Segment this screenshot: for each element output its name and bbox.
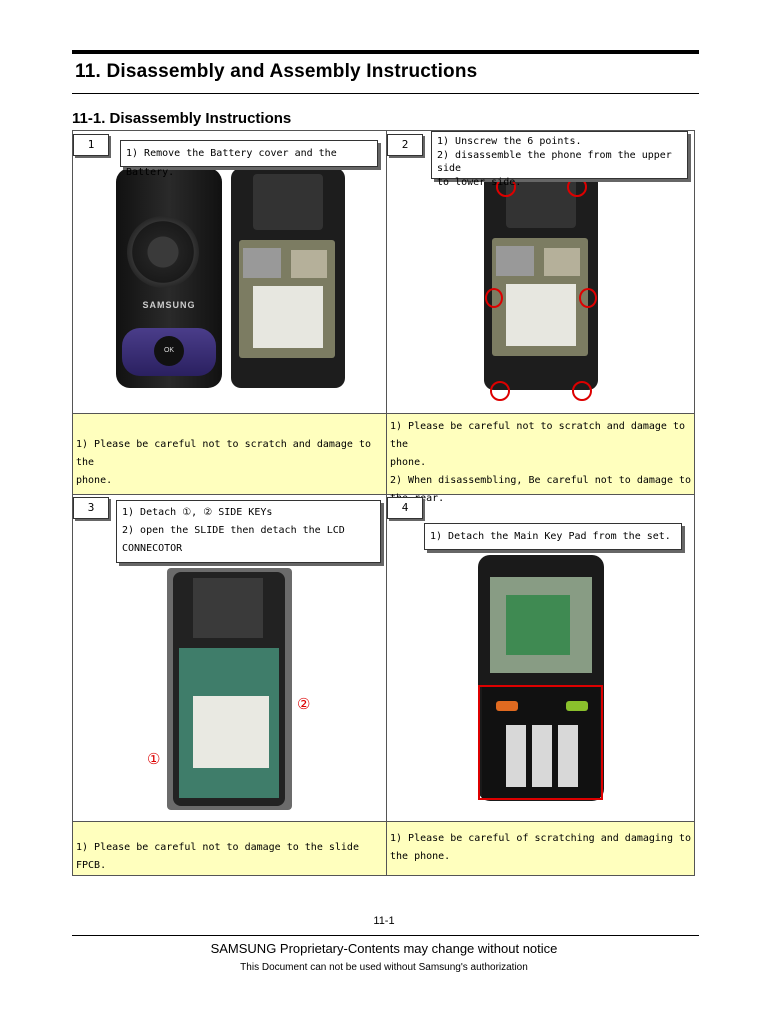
sim-slot: [243, 248, 281, 278]
keypad-panel: OK: [122, 328, 216, 376]
row-divider: [72, 494, 695, 495]
note-line: phone.: [76, 475, 113, 486]
label-sticker: [506, 284, 576, 346]
screw-marker: [485, 288, 503, 308]
ok-key: OK: [154, 336, 184, 366]
step-1-note: 1) Please be careful not to scratch and …: [76, 436, 384, 490]
screw-marker: [579, 288, 597, 308]
step-1-callout: 1) Remove the Battery cover and the Batt…: [120, 140, 378, 178]
pcb-board: [506, 595, 570, 655]
phone-keypad-photo: [478, 555, 604, 801]
note-line: 1) Please be careful not to scratch and …: [76, 439, 372, 468]
label-sticker: [253, 286, 323, 348]
title-underline: [72, 93, 699, 94]
row-divider: [72, 413, 695, 414]
section-title: 11-1. Disassembly Instructions: [72, 110, 292, 127]
brand-logo: SAMSUNG: [142, 300, 196, 310]
callout-line: 1) Remove the Battery cover and the Batt…: [126, 148, 337, 178]
screw-marker: [490, 381, 510, 401]
step-3-note: 1) Please be careful not to damage to th…: [76, 839, 384, 875]
note-line: 1) Please be careful not to scratch and …: [390, 421, 686, 450]
phone-body: [173, 572, 285, 806]
step-4-note: 1) Please be careful of scratching and d…: [390, 830, 694, 866]
callout-line: 1) Unscrew the 6 points.: [437, 136, 582, 147]
note-cell-1: [73, 414, 386, 494]
step-number: 3: [73, 497, 109, 519]
note-line: the rear.: [390, 493, 445, 504]
callout-line: to lower side.: [437, 176, 522, 188]
column-divider: [386, 130, 387, 876]
key-pad-highlight: [478, 685, 603, 800]
footer-rule: [72, 935, 699, 936]
callout-line: CONNECOTOR: [122, 543, 183, 554]
label-sticker: [193, 696, 269, 768]
note-line: the phone.: [390, 851, 451, 862]
end-key: [566, 701, 588, 711]
number-keys: [506, 725, 578, 787]
step-2-note: 1) Please be careful not to scratch and …: [390, 418, 694, 508]
callout-line: 2) disassemble the phone from the upper …: [437, 149, 672, 175]
camera-module: [506, 178, 576, 228]
phone-internal-photo: [167, 568, 292, 810]
memory-slot: [544, 248, 580, 276]
sim-slot: [496, 246, 534, 276]
camera-module: [253, 174, 323, 230]
note-line: 1) Please be careful not to damage to th…: [76, 842, 359, 871]
memory-slot: [291, 250, 327, 278]
phone-back-photo: [231, 168, 345, 388]
battery-bay: [239, 240, 335, 358]
phone-back-photo: [484, 172, 598, 390]
page-number: 11-1: [373, 915, 395, 927]
key-pad: [482, 687, 600, 799]
footer-authorization: This Document can not be used without Sa…: [240, 962, 528, 973]
screw-marker: [572, 381, 592, 401]
note-cell-3: [73, 822, 386, 875]
note-line: phone.: [390, 457, 427, 468]
instruction-table: [72, 130, 695, 876]
row-divider: [72, 821, 695, 822]
callout-line: 1) Detach the Main Key Pad from the set.: [430, 531, 671, 542]
note-cell-2: [387, 414, 694, 494]
footer-notice: SAMSUNG Proprietary-Contents may change …: [210, 941, 558, 956]
side-key-marker-1: ①: [147, 751, 161, 768]
step-number: 2: [387, 134, 423, 156]
lcd-board: [490, 577, 592, 673]
top-rule: [72, 50, 699, 54]
step-2-callout: 1) Unscrew the 6 points. 2) disassemble …: [431, 131, 688, 188]
battery-bay: [492, 238, 588, 356]
pcb-board: [179, 648, 279, 798]
step-number: 4: [387, 497, 423, 519]
callout-line: 2) open the SLIDE then detach the LCD: [122, 525, 345, 536]
phone-front-photo: SAMSUNG OK: [116, 168, 222, 388]
camera-lens: [127, 216, 199, 288]
note-line: 1) Please be careful of scratching and d…: [390, 833, 692, 844]
side-key-marker-2: ②: [297, 696, 311, 713]
note-cell-4: [387, 822, 694, 875]
chapter-title: 11. Disassembly and Assembly Instruction…: [75, 61, 478, 82]
step-4-callout: 1) Detach the Main Key Pad from the set.: [424, 523, 682, 550]
step-number: 1: [73, 134, 109, 156]
callout-line: 1) Detach ①, ② SIDE KEYs: [122, 507, 273, 518]
call-key: [496, 701, 518, 711]
note-line: 2) When disassembling, Be careful not to…: [390, 475, 692, 486]
step-3-callout: 1) Detach ①, ② SIDE KEYs 2) open the SLI…: [116, 500, 381, 563]
camera-module: [193, 578, 263, 638]
